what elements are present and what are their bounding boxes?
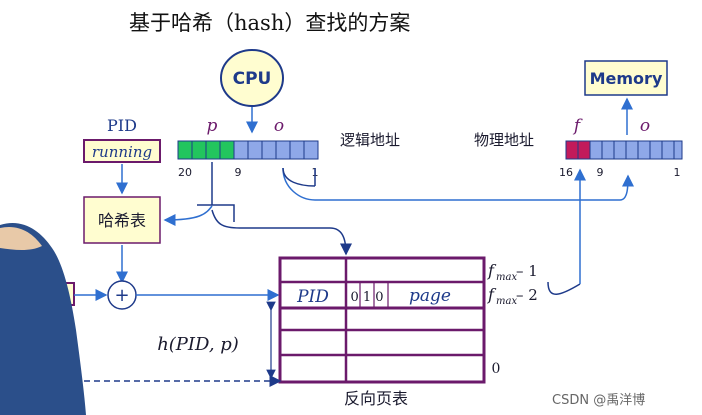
table-index-zero: 0 bbox=[492, 361, 501, 377]
memory-node: Memory bbox=[584, 60, 668, 96]
logical-bit-20: 20 bbox=[178, 166, 192, 179]
inverted-page-table bbox=[278, 256, 486, 384]
running-box: running bbox=[83, 139, 161, 163]
svg-text:– 1: – 1 bbox=[516, 262, 538, 280]
offset-copy-path bbox=[282, 167, 634, 201]
pid-label: PID bbox=[107, 116, 137, 135]
svg-text:max: max bbox=[496, 296, 517, 307]
adder-node: + bbox=[107, 280, 137, 310]
entry-bits: 0 1 0 bbox=[350, 290, 383, 305]
watermark: CSDN @禹洋博 bbox=[552, 393, 645, 408]
fmax-minus-2-label: f max – 2 bbox=[487, 285, 538, 307]
hash-table-label: 哈希表 bbox=[98, 211, 146, 230]
running-label: running bbox=[92, 143, 152, 161]
offset-bracket bbox=[282, 167, 316, 187]
cpu-node: CPU bbox=[220, 49, 284, 107]
presenter-figure bbox=[0, 222, 86, 415]
physical-address-register bbox=[565, 140, 683, 160]
inverted-table-caption: 反向页表 bbox=[344, 389, 408, 408]
logical-bit-9: 9 bbox=[235, 166, 242, 179]
physical-address-label: 物理地址 bbox=[474, 131, 534, 149]
memory-label: Memory bbox=[590, 69, 663, 88]
hash-function-label: h(PID, p) bbox=[157, 334, 239, 355]
entry-pid: PID bbox=[296, 287, 329, 307]
fmax-minus-1-label: f max – 1 bbox=[487, 261, 538, 283]
o-physical-label: o bbox=[640, 116, 650, 136]
index-to-frame-path bbox=[547, 281, 581, 295]
physical-bit-9: 9 bbox=[597, 166, 604, 179]
svg-text:– 2: – 2 bbox=[516, 286, 538, 304]
logical-address-register bbox=[177, 140, 319, 160]
svg-text:f: f bbox=[487, 261, 497, 280]
physical-bit-16: 16 bbox=[559, 166, 573, 179]
cpu-label: CPU bbox=[233, 69, 272, 89]
p-bracket bbox=[197, 204, 235, 222]
svg-text:f: f bbox=[487, 285, 497, 304]
f-label: f bbox=[572, 116, 583, 136]
p-label: p bbox=[207, 116, 218, 136]
adder-label: + bbox=[114, 285, 129, 306]
o-logical-label: o bbox=[274, 116, 284, 136]
entry-page: page bbox=[409, 286, 451, 306]
logical-address-label: 逻辑地址 bbox=[340, 131, 400, 149]
diagram-title: 基于哈希（hash）查找的方案 bbox=[129, 11, 410, 35]
svg-text:max: max bbox=[496, 272, 517, 283]
hash-table-box: 哈希表 bbox=[83, 196, 161, 244]
physical-bit-1: 1 bbox=[674, 166, 681, 179]
p-to-table-path bbox=[211, 209, 352, 256]
